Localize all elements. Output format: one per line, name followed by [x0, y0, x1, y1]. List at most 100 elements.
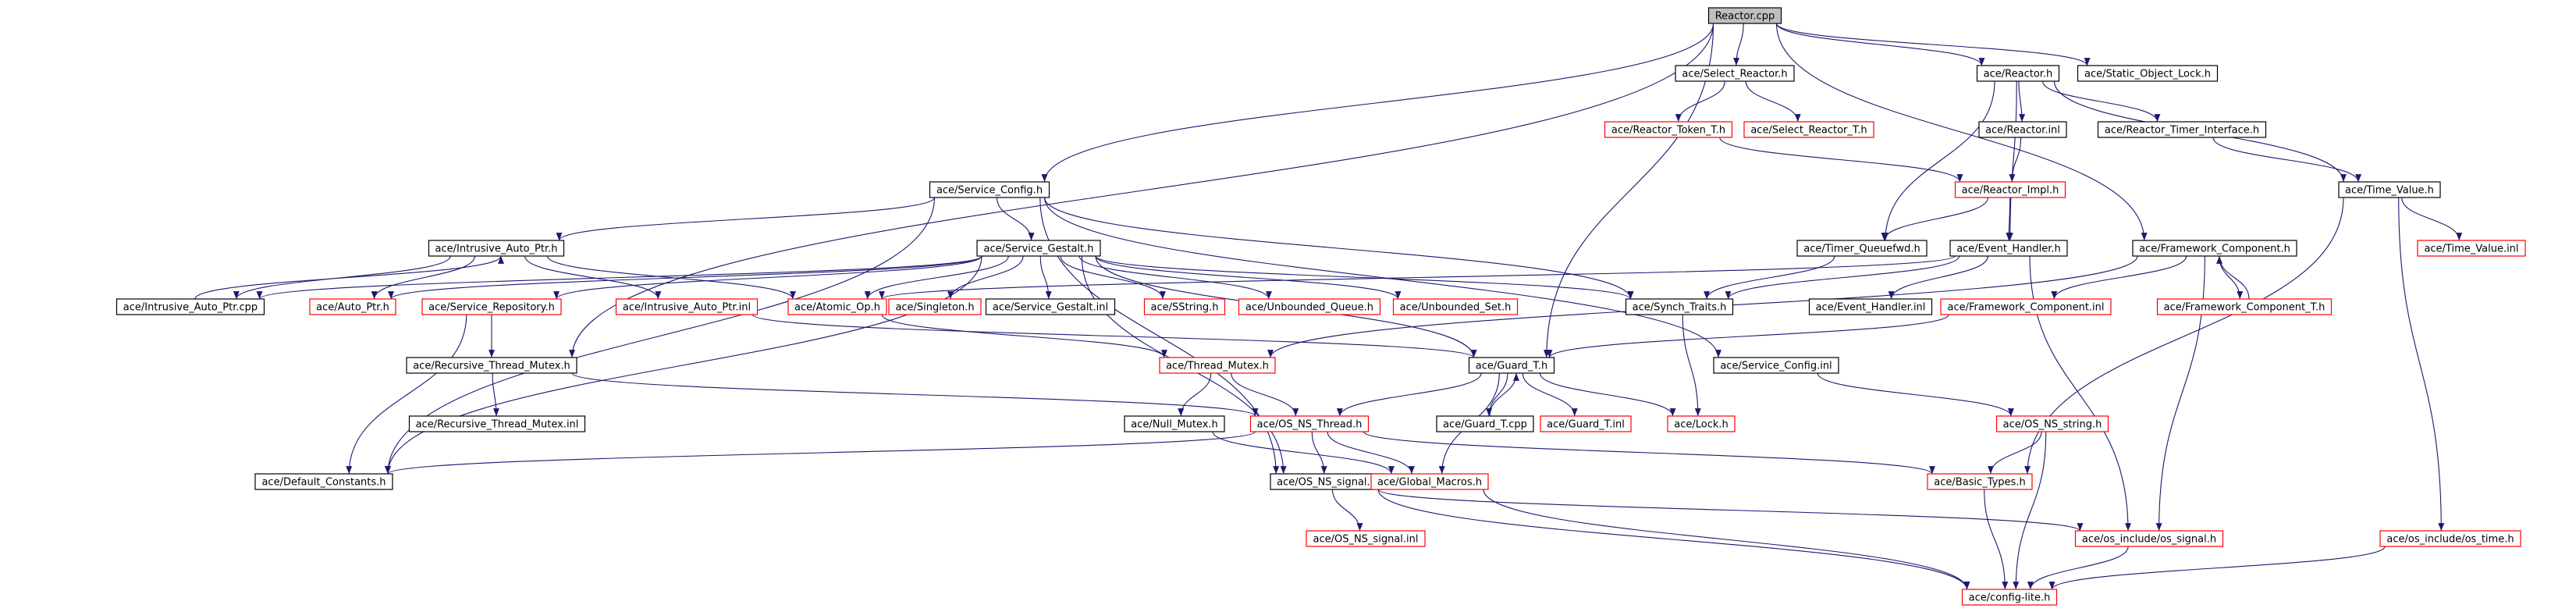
include-edge-service-gestalt-h-to-default-constants-h	[385, 255, 982, 475]
file-node-label: ace/Reactor.h	[1984, 69, 2053, 80]
file-node-label: ace/Singleton.h	[895, 302, 974, 314]
file-node-reactor-h[interactable]: ace/Reactor.h	[1976, 65, 2060, 82]
include-edge-os-ns-thread-h-to-basic-types-h	[1363, 431, 1935, 475]
file-node-os-include-os-signal-h[interactable]: ace/os_include/os_signal.h	[2074, 530, 2224, 547]
file-node-service-config-inl[interactable]: ace/Service_Config.inl	[1713, 357, 1839, 374]
file-node-lock-h[interactable]: ace/Lock.h	[1667, 415, 1736, 432]
file-node-box	[406, 357, 577, 374]
file-node-recursive-thread-mutex-inl[interactable]: ace/Recursive_Thread_Mutex.inl	[408, 415, 586, 432]
include-edge-null-mutex-h-to-global-macros-h	[1212, 431, 1395, 475]
file-node-reactor-cpp[interactable]: Reactor.cpp	[1707, 7, 1782, 24]
file-node-atomic-op-h[interactable]: ace/Atomic_Op.h	[787, 298, 887, 315]
file-node-reactor-token-t-h[interactable]: ace/Reactor_Token_T.h	[1604, 121, 1733, 138]
file-node-label: ace/OS_NS_signal.inl	[1313, 534, 1418, 546]
file-node-guard-t-h[interactable]: ace/Guard_T.h	[1468, 357, 1555, 374]
file-node-box	[115, 298, 265, 315]
file-node-service-repository-h[interactable]: ace/Service_Repository.h	[421, 298, 562, 315]
file-node-os-ns-signal-h[interactable]: ace/OS_NS_signal.h	[1270, 473, 1384, 490]
include-edge-os-ns-thread-h-to-global-macros-h	[1327, 431, 1415, 475]
file-node-label: ace/os_include/os_signal.h	[2082, 534, 2216, 546]
file-node-reactor-impl-h[interactable]: ace/Reactor_Impl.h	[1954, 181, 2066, 198]
file-node-default-constants-h[interactable]: ace/Default_Constants.h	[254, 473, 393, 490]
file-node-box	[985, 298, 1116, 315]
file-node-os-include-os-time-h[interactable]: ace/os_include/os_time.h	[2379, 530, 2521, 547]
file-node-box	[1796, 240, 1928, 257]
include-edge-reactor-cpp-to-service-config-h	[1041, 23, 1714, 183]
file-node-unbounded-set-h[interactable]: ace/Unbounded_Set.h	[1392, 298, 1519, 315]
file-node-label: ace/Time_Value.h	[2345, 185, 2434, 197]
file-node-reactor-timer-interface-h[interactable]: ace/Reactor_Timer_Interface.h	[2097, 121, 2267, 138]
file-node-label: ace/Select_Reactor_T.h	[1750, 125, 1867, 137]
file-node-service-config-h[interactable]: ace/Service_Config.h	[929, 181, 1050, 198]
file-node-global-macros-h[interactable]: ace/Global_Macros.h	[1370, 473, 1489, 490]
file-node-event-handler-h[interactable]: ace/Event_Handler.h	[1949, 240, 2068, 257]
file-node-service-gestalt-inl[interactable]: ace/Service_Gestalt.inl	[985, 298, 1116, 315]
file-node-time-value-h[interactable]: ace/Time_Value.h	[2338, 181, 2441, 198]
file-node-label: ace/os_include/os_time.h	[2386, 534, 2514, 546]
file-node-box	[2156, 298, 2333, 315]
file-node-box	[1961, 589, 2058, 606]
include-edge-recursive-thread-mutex-h-to-os-ns-thread-h	[571, 372, 1259, 417]
file-node-event-handler-inl[interactable]: ace/Event_Handler.inl	[1808, 298, 1933, 315]
file-node-intrusive-auto-ptr-inl[interactable]: ace/Intrusive_Auto_Ptr.inl	[615, 298, 759, 315]
file-node-config-lite-h[interactable]: ace/config-lite.h	[1961, 589, 2058, 606]
file-node-label: ace/Auto_Ptr.h	[316, 302, 389, 314]
file-node-basic-types-h[interactable]: ace/Basic_Types.h	[1927, 473, 2033, 490]
file-node-box	[888, 298, 982, 315]
file-node-static-object-lock-h[interactable]: ace/Static_Object_Lock.h	[2077, 65, 2219, 82]
file-node-intrusive-auto-ptr-h[interactable]: ace/Intrusive_Auto_Ptr.h	[428, 240, 565, 257]
file-node-framework-component-inl[interactable]: ace/Framework_Component.inl	[1940, 298, 2112, 315]
file-node-label: ace/Null_Mutex.h	[1131, 419, 1218, 431]
include-edge-os-ns-signal-h-to-config-lite-h	[1377, 489, 1970, 590]
file-node-label: ace/OS_NS_signal.h	[1277, 477, 1377, 489]
file-node-synch-traits-h[interactable]: ace/Synch_Traits.h	[1625, 298, 1734, 315]
file-node-thread-mutex-h[interactable]: ace/Thread_Mutex.h	[1159, 357, 1276, 374]
file-node-label: ace/Service_Config.inl	[1720, 361, 1832, 372]
file-node-guard-t-cpp[interactable]: ace/Guard_T.cpp	[1436, 415, 1534, 432]
file-node-framework-component-h[interactable]: ace/Framework_Component.h	[2132, 240, 2297, 257]
file-node-os-ns-string-h[interactable]: ace/OS_NS_string.h	[1995, 415, 2109, 432]
file-node-label: ace/Global_Macros.h	[1377, 477, 1482, 489]
file-node-sstring-h[interactable]: ace/SString.h	[1143, 298, 1226, 315]
include-edge-service-gestalt-h-to-synch-traits-h	[1095, 255, 1634, 300]
include-edge-intrusive-auto-ptr-h-to-atomic-op-h	[547, 255, 796, 300]
file-node-select-reactor-t-h[interactable]: ace/Select_Reactor_T.h	[1743, 121, 1874, 138]
file-node-timer-queuefwd-h[interactable]: ace/Timer_Queuefwd.h	[1796, 240, 1928, 257]
file-node-box	[1604, 121, 1733, 138]
include-edge-service-gestalt-h-to-atomic-op-h	[864, 255, 1009, 300]
file-node-box	[2132, 240, 2297, 257]
file-node-label: ace/SString.h	[1151, 302, 1219, 314]
file-node-os-ns-signal-inl[interactable]: ace/OS_NS_signal.inl	[1306, 530, 1426, 547]
file-node-select-reactor-h[interactable]: ace/Select_Reactor.h	[1675, 65, 1795, 82]
file-node-framework-component-t-h[interactable]: ace/Framework_Component_T.h	[2156, 298, 2333, 315]
file-node-label: ace/Unbounded_Queue.h	[1245, 302, 1373, 314]
include-edge-service-config-h-to-os-ns-signal-h	[1039, 197, 1280, 475]
include-edge-framework-component-h-to-os-include-os-signal-h	[2155, 255, 2205, 532]
file-node-box	[1976, 65, 2060, 82]
file-node-singleton-h[interactable]: ace/Singleton.h	[888, 298, 982, 315]
file-node-service-gestalt-h[interactable]: ace/Service_Gestalt.h	[976, 240, 1101, 257]
include-edge-reactor-h-to-timer-queuefwd-h	[1882, 80, 1995, 241]
file-node-recursive-thread-mutex-h[interactable]: ace/Recursive_Thread_Mutex.h	[406, 357, 577, 374]
file-node-label: ace/Recursive_Thread_Mutex.h	[413, 361, 570, 372]
file-node-box	[1468, 357, 1555, 374]
file-node-box	[1743, 121, 1874, 138]
file-node-box	[615, 298, 759, 315]
file-node-null-mutex-h[interactable]: ace/Null_Mutex.h	[1124, 415, 1225, 432]
file-node-time-value-inl[interactable]: ace/Time_Value.inl	[2417, 240, 2526, 257]
include-edge-service-gestalt-h-to-intrusive-auto-ptr-cpp	[256, 255, 982, 300]
file-node-os-ns-thread-h[interactable]: ace/OS_NS_Thread.h	[1249, 415, 1370, 432]
file-node-intrusive-auto-ptr-cpp[interactable]: ace/Intrusive_Auto_Ptr.cpp	[115, 298, 265, 315]
file-node-box	[1238, 298, 1381, 315]
include-edge-select-reactor-h-to-select-reactor-t-h	[1745, 80, 1801, 123]
file-node-label: ace/Basic_Types.h	[1934, 477, 2025, 489]
file-node-guard-t-inl[interactable]: ace/Guard_T.inl	[1540, 415, 1632, 432]
include-edge-event-handler-h-to-event-handler-inl	[1888, 255, 1988, 300]
file-node-unbounded-queue-h[interactable]: ace/Unbounded_Queue.h	[1238, 298, 1381, 315]
file-node-box	[421, 298, 562, 315]
file-node-label: ace/Framework_Component.inl	[1947, 302, 2104, 314]
file-node-box	[787, 298, 887, 315]
file-node-auto-ptr-h[interactable]: ace/Auto_Ptr.h	[309, 298, 396, 315]
file-node-reactor-inl[interactable]: ace/Reactor.inl	[1978, 121, 2067, 138]
file-node-label: ace/Select_Reactor.h	[1682, 69, 1787, 80]
